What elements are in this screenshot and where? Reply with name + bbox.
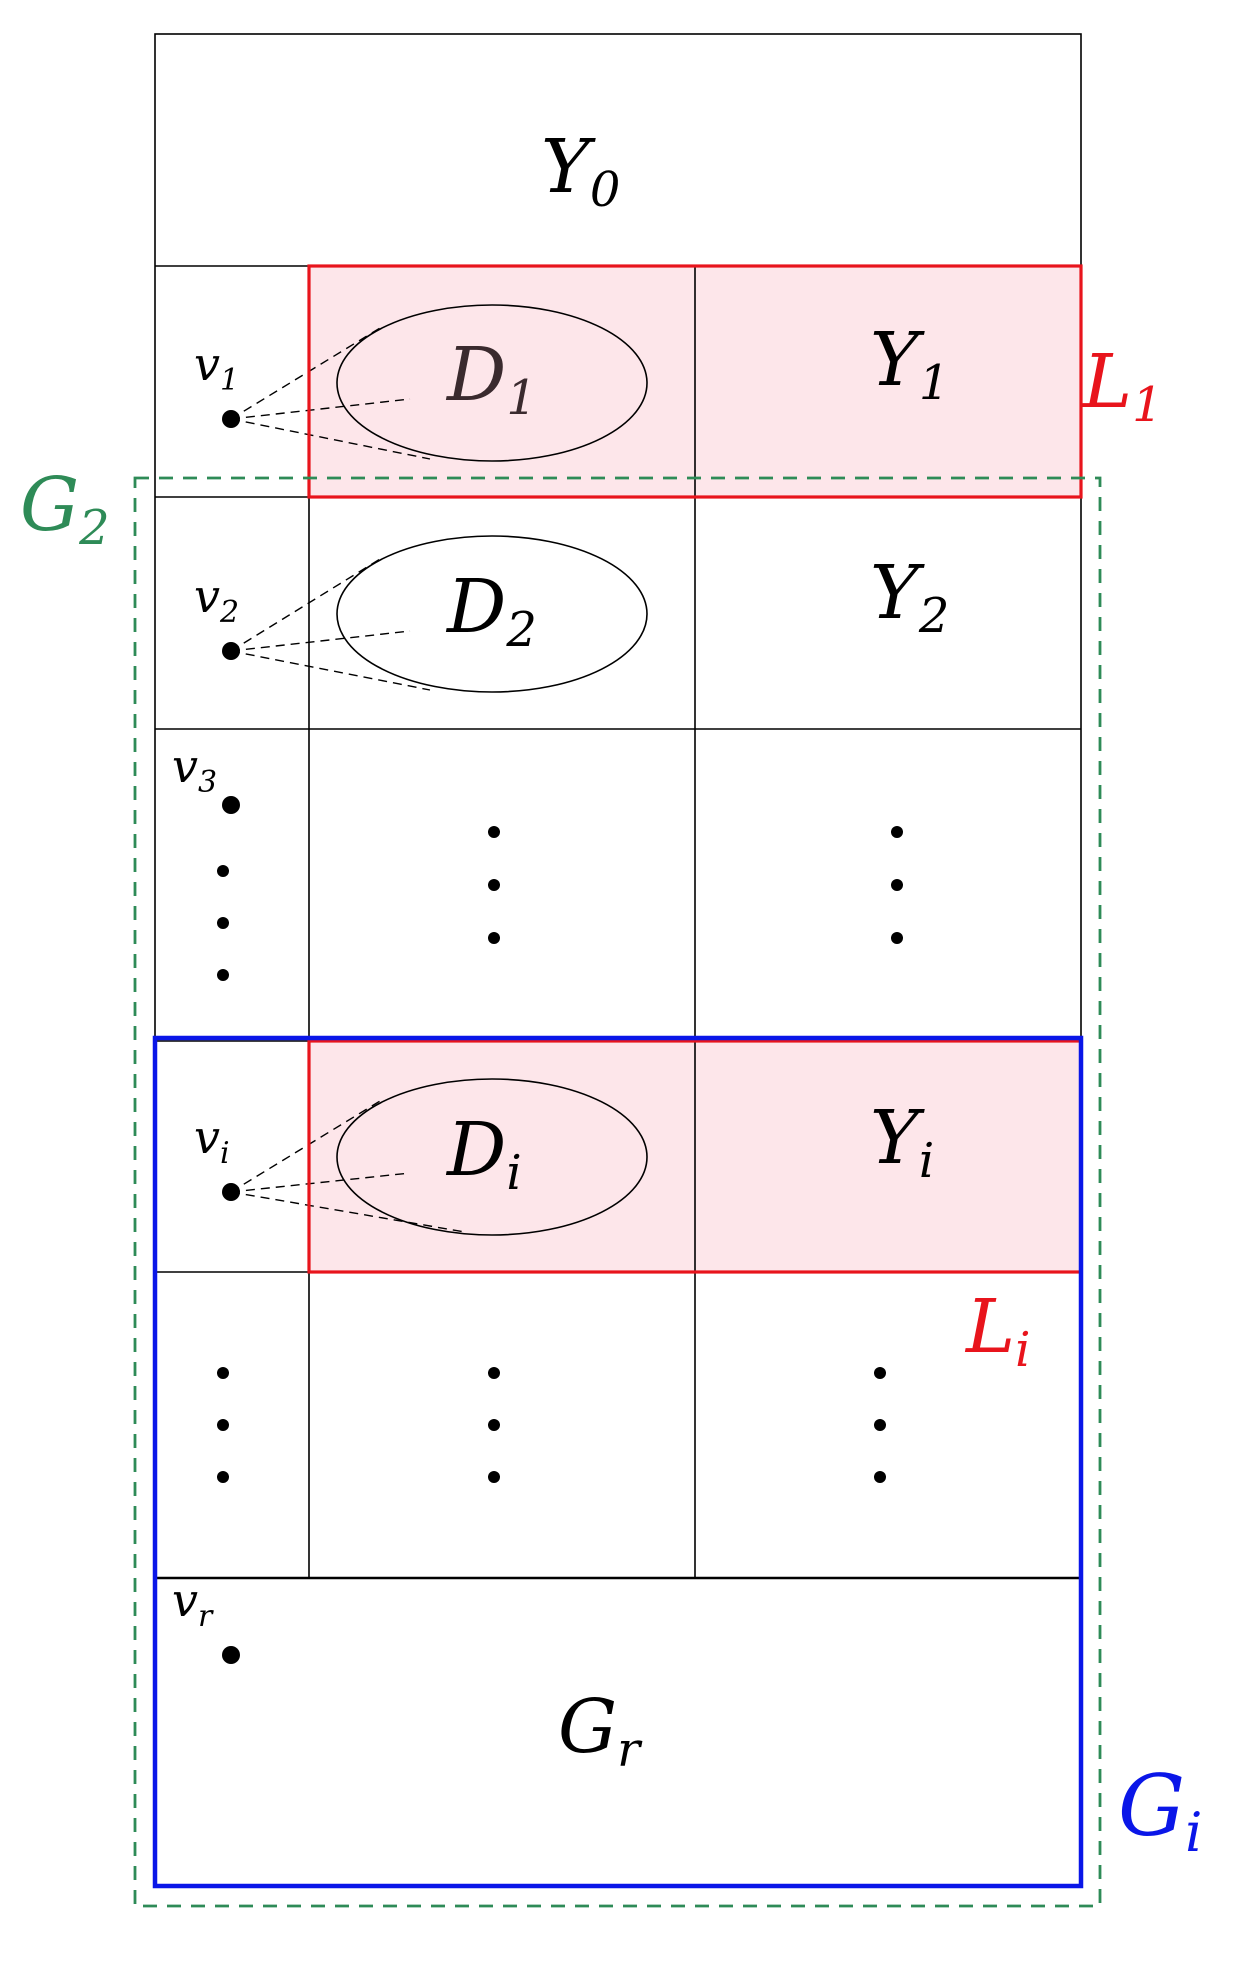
vi-connectors (230, 1100, 466, 1233)
v2-connectors (230, 558, 431, 691)
label-li: Li (964, 1284, 1031, 1378)
label-gi: Gi (1118, 1757, 1202, 1864)
label-y1: Y1 (870, 317, 949, 411)
v1-vertex (222, 410, 240, 428)
ellipsis-middle-upper (488, 826, 500, 944)
label-v3: v3 (172, 739, 217, 800)
vi-vertex (222, 1183, 240, 1201)
label-v2: v2 (194, 569, 239, 630)
vr-vertex (222, 1646, 240, 1664)
label-v1: v1 (194, 337, 239, 398)
ellipsis-right-lower (874, 1367, 886, 1483)
label-vr: vr (172, 1573, 214, 1634)
label-y2: Y2 (870, 550, 949, 644)
ellipsis-middle-lower (488, 1367, 500, 1483)
ellipsis-right-upper (891, 826, 903, 944)
label-gr: Gr (558, 1684, 643, 1778)
d2-ellipse (336, 535, 648, 693)
g2-border (133, 476, 1102, 1908)
label-d1: D1 (445, 332, 537, 426)
l1-border (307, 264, 1083, 499)
label-vi: vi (194, 1110, 230, 1171)
d1-ellipse (336, 304, 648, 462)
label-yi: Yi (870, 1095, 934, 1189)
gi-border (152, 1035, 1084, 1889)
label-g2: G2 (20, 462, 110, 556)
ellipsis-left-lower (217, 1367, 229, 1483)
ellipsis-left-upper (217, 865, 229, 981)
v1-connectors (230, 327, 431, 460)
label-di: Di (445, 1107, 522, 1201)
label-y0: Y0 (541, 124, 620, 218)
label-d2: D2 (445, 564, 537, 658)
v3-vertex (222, 796, 240, 814)
label-l1: L1 (1081, 339, 1163, 433)
di-ellipse (336, 1078, 648, 1236)
v2-vertex (222, 642, 240, 660)
